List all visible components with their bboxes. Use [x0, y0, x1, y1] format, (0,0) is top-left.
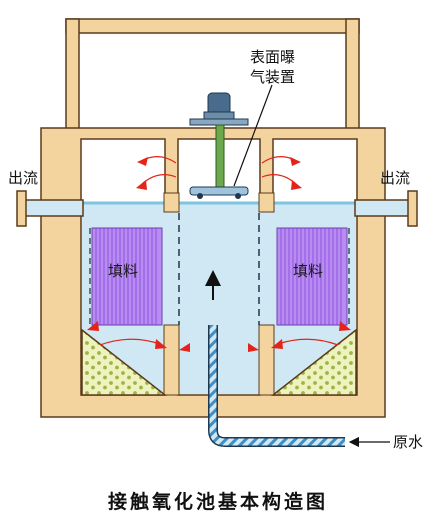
outflow-trough-right: [354, 190, 418, 227]
packing-label-left: 填料: [108, 262, 138, 280]
packing-right: [276, 227, 348, 326]
gravel-hopper-right: [270, 328, 357, 396]
raw-water-label: 原水: [393, 433, 423, 451]
support-frame: [65, 18, 360, 130]
flow-arrowheads: [87, 157, 351, 352]
inlet-pipe: [205, 270, 345, 447]
outflow-label-left: 出流: [8, 169, 38, 187]
aerator-leader-line: [233, 84, 273, 187]
outflow-label-right: 出流: [380, 169, 410, 187]
gravel-hopper-left: [81, 328, 168, 396]
draft-tube-dashed: [178, 213, 260, 325]
outflow-trough-left: [16, 190, 84, 227]
aerator-label-line2: 气装置: [250, 68, 295, 86]
packing-left: [91, 227, 163, 326]
diagram-caption: 接触氧化池基本构造图: [108, 490, 328, 513]
packing-boundary-dashed: [89, 228, 350, 325]
aerator-label-line1: 表面曝: [250, 48, 295, 66]
packing-label-right: 填料: [293, 262, 323, 280]
surface-aerator: [189, 92, 249, 199]
